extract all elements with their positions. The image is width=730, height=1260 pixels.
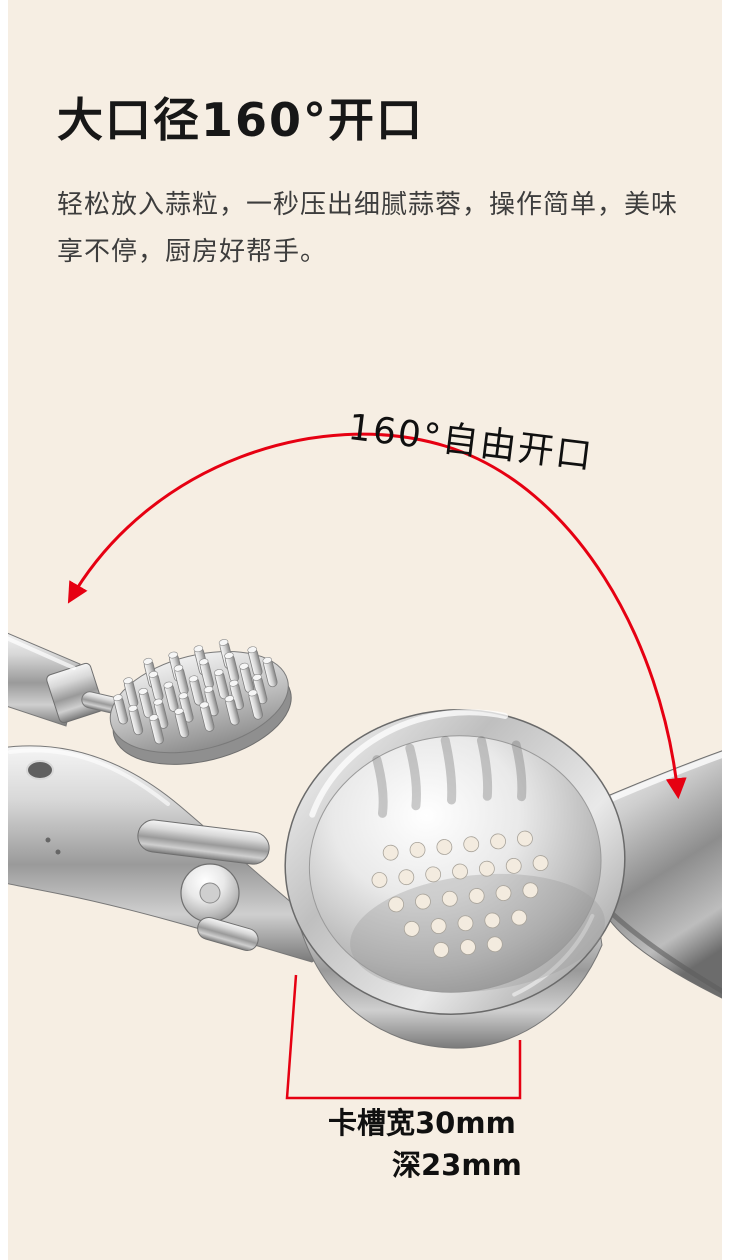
left-handle — [0, 629, 104, 727]
page-title: 大口径160°开口 — [57, 93, 425, 147]
page-margin-left — [0, 0, 8, 1260]
page-margin-right — [722, 0, 730, 1260]
opening-arc-arrow — [67, 432, 687, 800]
pivot-hole — [26, 760, 54, 780]
press-body-left — [0, 745, 326, 963]
press-plate — [109, 638, 292, 765]
slot-depth-label: 深23mm — [392, 1148, 522, 1182]
product-description: 轻松放入蒜粒，一秒压出细腻蒜蓉，操作简单，美味享不停，厨房好帮手。 — [57, 190, 679, 267]
hinge-mechanism — [137, 819, 270, 952]
slot-width-label: 卡槽宽30mm — [328, 1106, 516, 1140]
dimension-lines — [285, 974, 522, 1100]
perforation-holes — [371, 830, 549, 958]
